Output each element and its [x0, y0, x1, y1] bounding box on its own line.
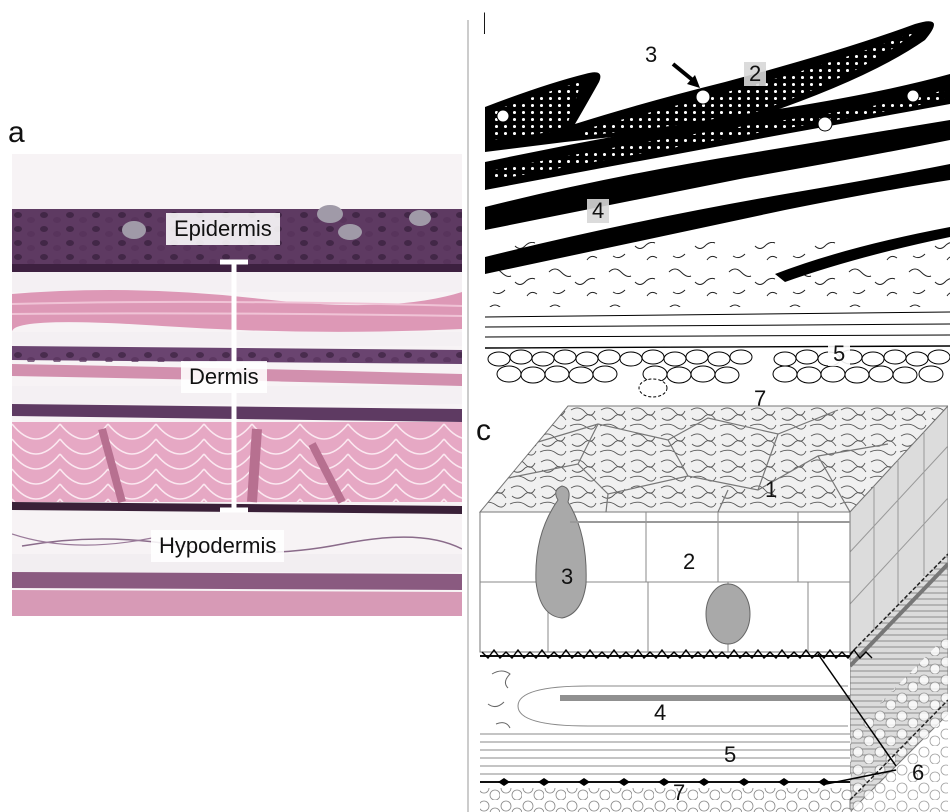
label-dermis: Dermis	[181, 361, 267, 393]
panel-b-number-4: 4	[587, 199, 609, 223]
cell	[818, 117, 832, 131]
label-hypodermis: Hypodermis	[151, 530, 284, 562]
panel-c-number-7: 7	[673, 782, 685, 804]
cell	[338, 224, 362, 240]
cell	[696, 90, 710, 104]
panel-c-number-4: 4	[654, 702, 666, 724]
cell	[409, 210, 431, 226]
panel-c-number-1: 1	[765, 479, 777, 501]
cell	[122, 221, 146, 239]
panel-c-number-3: 3	[561, 566, 573, 588]
panel-b-number-2: 2	[744, 62, 766, 86]
block-diagram	[478, 404, 948, 812]
cell	[497, 110, 509, 122]
cell	[317, 205, 343, 223]
scale-diagram	[485, 12, 950, 407]
cell	[907, 90, 919, 102]
panel-b-number-5: 5	[828, 342, 850, 366]
panel-c-number-2: 2	[683, 551, 695, 573]
panel-c-number-6: 6	[912, 762, 924, 784]
panel-c-number-5: 5	[724, 744, 736, 766]
panel-a-letter: a	[8, 118, 25, 148]
panel-b-number-3: 3	[645, 44, 657, 66]
label-epidermis: Epidermis	[166, 213, 280, 245]
panel-divider	[466, 0, 470, 812]
